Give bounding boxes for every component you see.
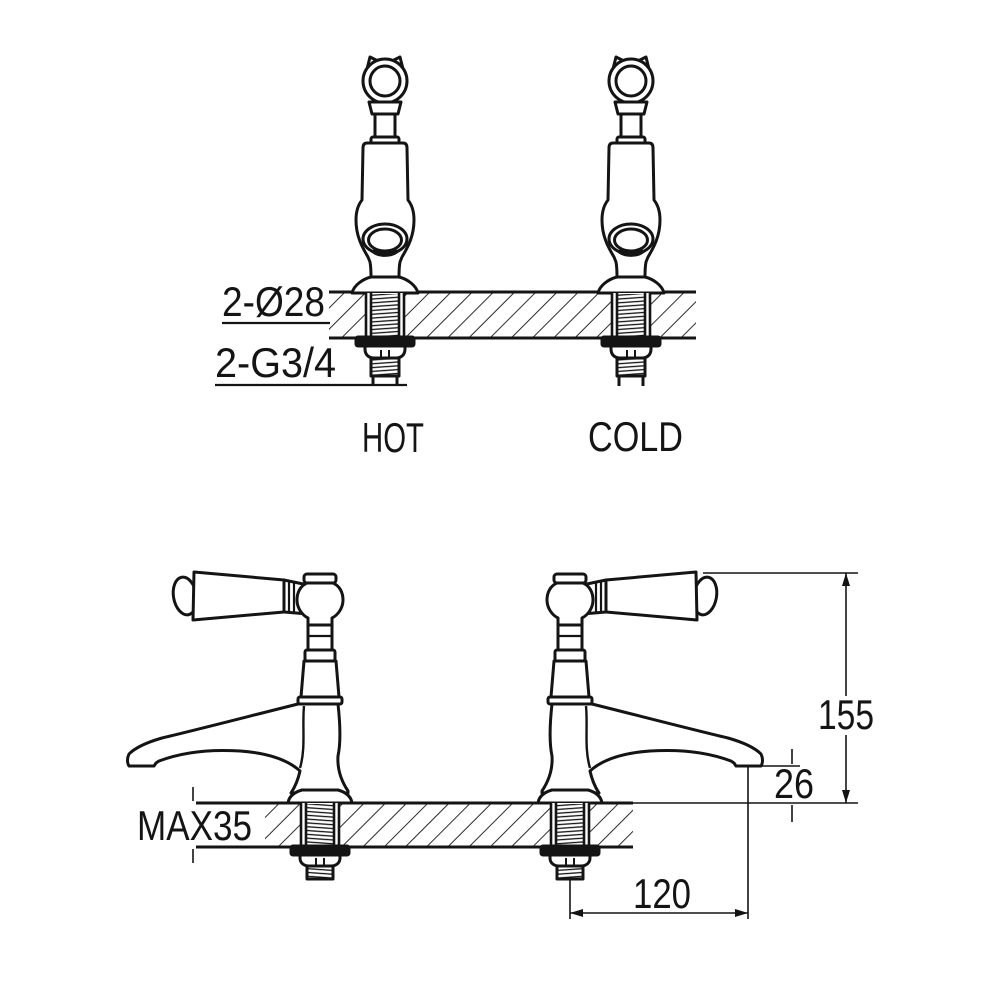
deck-thickness-value: MAX35: [137, 802, 252, 849]
cold-tap-front-view: [598, 57, 664, 386]
dimension-spout-reach: 120: [569, 767, 749, 919]
right-tap-side-view: [536, 570, 764, 881]
overall-height-value: 155: [818, 691, 874, 738]
top-view: 2-Ø28 2-G3/4 HOT COLD: [215, 57, 696, 461]
dimension-overall-height: 155: [633, 572, 874, 804]
cold-tap-label: COLD: [588, 413, 683, 460]
hot-tap-label: HOT: [362, 414, 424, 461]
dimension-spout-clearance: 26: [736, 749, 814, 822]
dimension-deck-thickness: MAX35: [137, 787, 252, 863]
hole-diameter-callout: 2-Ø28: [222, 278, 330, 325]
thread-size-label: 2-G3/4: [215, 339, 336, 386]
hole-diameter-label: 2-Ø28: [222, 278, 325, 325]
bottom-view: 155 26 MAX35 120: [126, 570, 874, 919]
thread-size-callout: 2-G3/4: [215, 339, 407, 387]
hot-tap-front-view: [352, 57, 418, 386]
spout-clearance-value: 26: [774, 760, 814, 807]
spout-reach-value: 120: [633, 870, 691, 917]
